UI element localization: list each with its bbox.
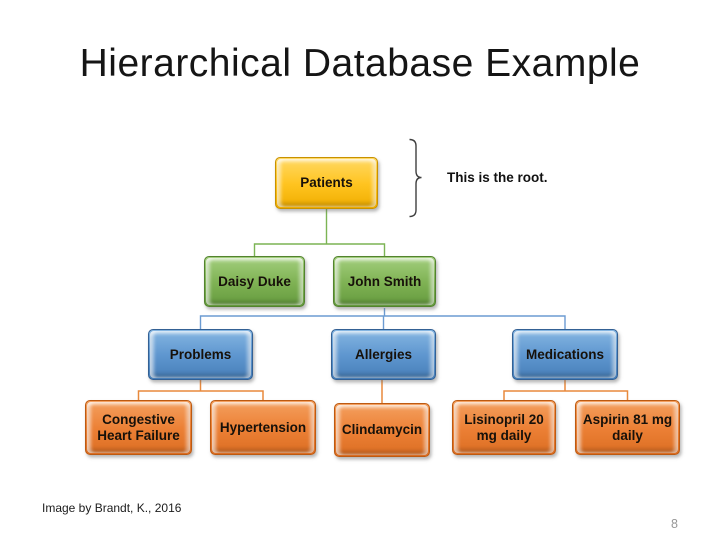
node-patients: Patients: [275, 157, 378, 209]
root-annotation: This is the root.: [447, 170, 548, 185]
node-congestive-heart-failure: Congestive Heart Failure: [85, 400, 192, 455]
image-credit: Image by Brandt, K., 2016: [42, 501, 182, 515]
node-lisinopril: Lisinopril 20 mg daily: [452, 400, 556, 455]
connector-johnsmith-children: [199, 315, 566, 329]
node-hypertension: Hypertension: [210, 400, 316, 455]
node-john-smith: John Smith: [333, 256, 436, 307]
root-brace-icon: [409, 138, 422, 218]
slide-title: Hierarchical Database Example: [79, 42, 641, 85]
connector-medications-children: [503, 390, 629, 400]
node-aspirin: Aspirin 81 mg daily: [575, 400, 680, 455]
connector-problems-children: [137, 390, 264, 400]
connector-patients-children: [253, 243, 386, 256]
node-problems: Problems: [148, 329, 253, 380]
node-clindamycin: Clindamycin: [334, 403, 430, 457]
node-allergies: Allergies: [331, 329, 436, 380]
page-number: 8: [671, 517, 678, 531]
node-daisy-duke: Daisy Duke: [204, 256, 305, 307]
node-medications: Medications: [512, 329, 618, 380]
